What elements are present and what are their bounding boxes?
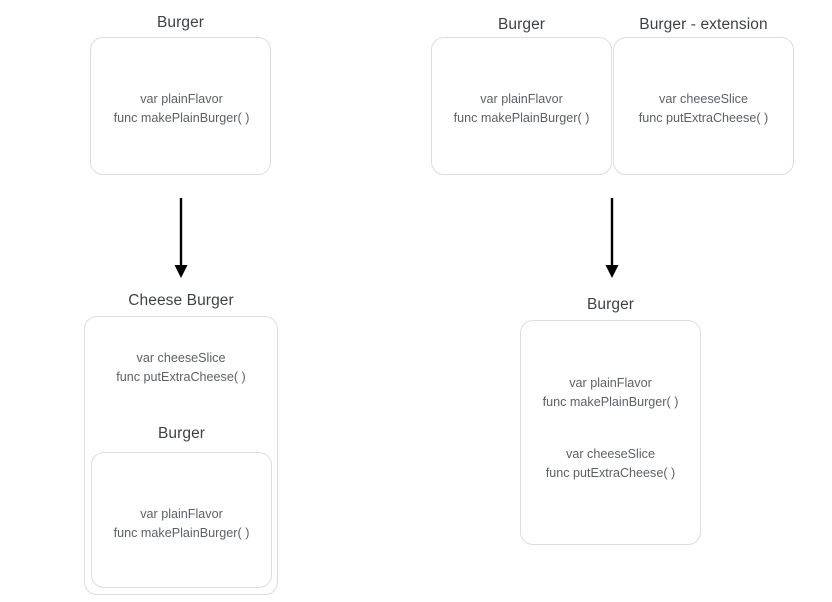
left-nested-node-title: Burger — [157, 425, 206, 442]
left-nested-node-body-line-1: var plainFlavor — [140, 507, 223, 521]
left-nested-node-box: var plainFlavor func makePlainBurger( ) — [91, 452, 272, 588]
left-top-node-body-line-2: func makePlainBurger( ) — [113, 110, 250, 125]
left-bottom-node-title: Cheese Burger — [128, 292, 234, 309]
right-top-extension-node-body: var cheeseSlice func putExtraCheese( ) — [614, 90, 793, 127]
left-subclass-arrow — [172, 198, 190, 280]
right-top-base-node-title: Burger — [497, 16, 546, 33]
right-bottom-node-group-1-line-1: var plainFlavor — [569, 376, 652, 390]
left-top-node-box: var plainFlavor func makePlainBurger( ) — [90, 37, 271, 175]
right-bottom-node-group-2-line-1: var cheeseSlice — [566, 447, 655, 461]
left-top-node-body: var plainFlavor func makePlainBurger( ) — [91, 90, 272, 127]
right-top-base-node-body: var plainFlavor func makePlainBurger( ) — [432, 90, 611, 127]
right-bottom-node-group-2-line-2: func putExtraCheese( ) — [545, 465, 676, 480]
left-bottom-node-body-line-2: func putExtraCheese( ) — [116, 369, 246, 384]
right-bottom-node-box: var plainFlavor func makePlainBurger( ) … — [520, 320, 701, 545]
right-top-base-node-box: var plainFlavor func makePlainBurger( ) — [431, 37, 612, 175]
right-top-extension-node-title: Burger - extension — [639, 16, 768, 33]
right-top-base-node-body-line-1: var plainFlavor — [480, 92, 563, 106]
left-bottom-node-body-line-1: var cheeseSlice — [136, 351, 226, 365]
right-top-extension-node-body-line-1: var cheeseSlice — [659, 92, 748, 106]
right-extension-arrow — [603, 198, 621, 280]
right-top-extension-node-body-line-2: func putExtraCheese( ) — [638, 110, 769, 125]
right-bottom-node-body-group-2: var cheeseSlice func putExtraCheese( ) — [521, 445, 700, 482]
right-bottom-node-group-1-line-2: func makePlainBurger( ) — [542, 394, 679, 409]
right-top-extension-node-box: var cheeseSlice func putExtraCheese( ) — [613, 37, 794, 175]
right-bottom-node-title: Burger — [586, 296, 635, 313]
right-bottom-node-body-group-1: var plainFlavor func makePlainBurger( ) — [521, 374, 700, 411]
left-bottom-node-box: var cheeseSlice func putExtraCheese( ) B… — [84, 316, 278, 595]
left-bottom-node-body: var cheeseSlice func putExtraCheese( ) — [85, 349, 277, 386]
left-nested-node-body: var plainFlavor func makePlainBurger( ) — [92, 505, 271, 542]
left-nested-node-body-line-2: func makePlainBurger( ) — [113, 525, 250, 540]
left-top-node-body-line-1: var plainFlavor — [140, 92, 223, 106]
right-top-base-node-body-line-2: func makePlainBurger( ) — [453, 110, 590, 125]
left-top-node-title: Burger — [156, 14, 205, 31]
